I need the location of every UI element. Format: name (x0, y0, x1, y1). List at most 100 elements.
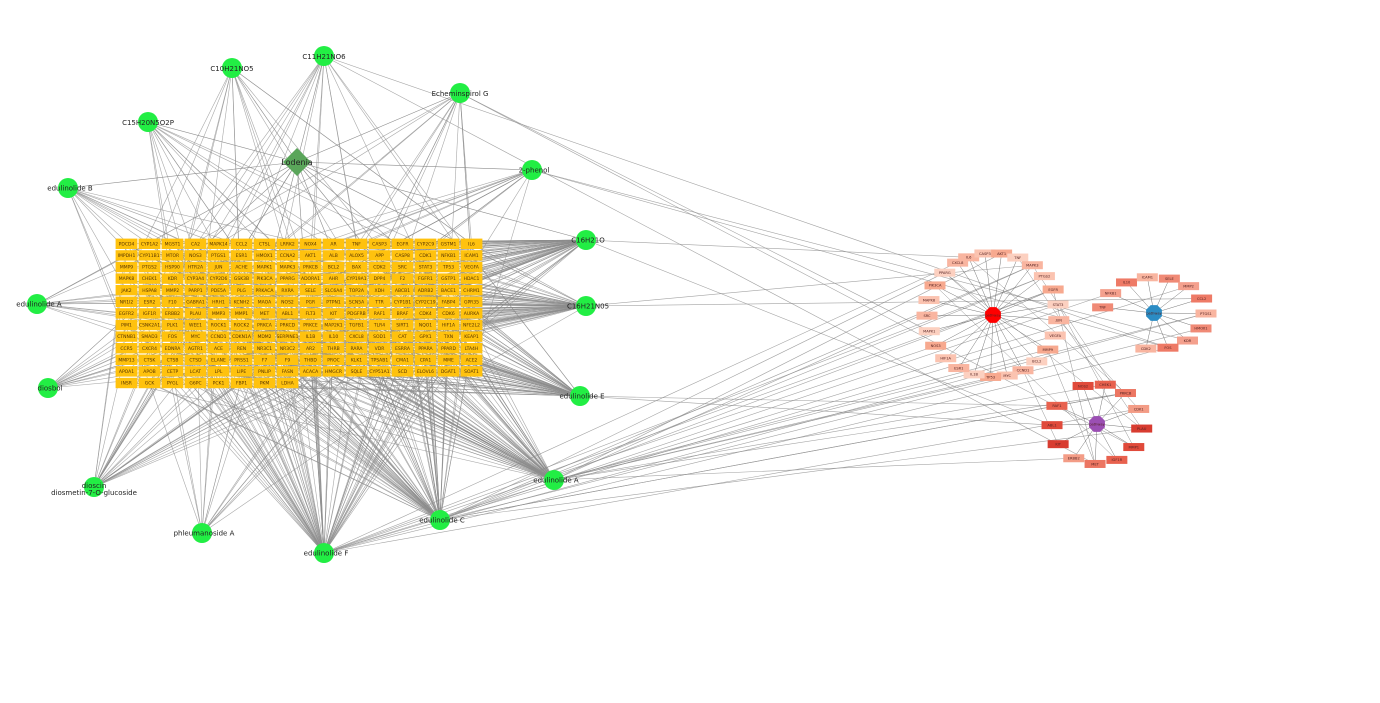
target-node[interactable]: PKM (253, 377, 276, 389)
target-node[interactable]: BACE1 (437, 285, 460, 296)
target-node[interactable]: IL10 (322, 331, 345, 342)
pathway-target-node-p3[interactable]: KIT (1047, 440, 1069, 449)
target-node[interactable]: AR2 (299, 343, 322, 354)
target-node[interactable]: APOA1 (115, 366, 138, 377)
target-node[interactable]: KCNH2 (230, 296, 253, 307)
target-node[interactable]: LCAT (184, 366, 207, 377)
target-node[interactable]: GSK3B (230, 273, 253, 284)
pathway-target-node-p2[interactable]: FOS (1157, 343, 1179, 352)
target-node[interactable]: MTOR (161, 250, 184, 261)
target-node[interactable]: LIPE (230, 366, 253, 377)
target-node[interactable]: PTPN1 (322, 296, 345, 307)
target-node[interactable]: IMPDH1 (115, 250, 138, 261)
compound-node[interactable]: edulinolide C (419, 510, 465, 530)
target-node[interactable]: THBD (299, 354, 322, 365)
target-node[interactable]: PARP1 (184, 285, 207, 296)
target-node[interactable]: ACACA (299, 366, 322, 377)
pathway-target-node-p2[interactable]: SELE (1158, 274, 1180, 283)
pathway-target-node-p1[interactable]: EGFR (1042, 285, 1064, 294)
target-node[interactable]: ADRB2 (414, 285, 437, 296)
target-node[interactable]: MMP1 (230, 308, 253, 319)
target-node[interactable]: CHEK1 (138, 273, 161, 284)
pathway-target-node-p1[interactable]: SRC (916, 311, 938, 320)
pathway-target-node-p1[interactable]: TP53 (980, 372, 1002, 381)
target-node[interactable]: SRC (391, 261, 414, 273)
target-node[interactable]: TGFB1 (345, 319, 368, 331)
target-node[interactable]: LPL (207, 366, 230, 377)
target-node[interactable]: BCL2 (322, 261, 345, 273)
target-node[interactable]: PGR (299, 296, 322, 307)
compound-node[interactable]: 2-phenol (519, 160, 550, 180)
pathway-target-node-p1[interactable]: STAT3 (1047, 300, 1069, 309)
target-node[interactable]: CYP1A2 (138, 238, 161, 249)
target-node[interactable]: SOD1 (368, 331, 391, 342)
target-node[interactable]: REN (230, 343, 253, 354)
target-node[interactable]: MYC (184, 331, 207, 342)
target-node[interactable]: SIRT1 (391, 319, 414, 331)
target-node[interactable]: MAPK3 (276, 261, 299, 273)
target-node[interactable]: ALOX5 (345, 250, 368, 261)
target-node[interactable]: FOS (161, 331, 184, 342)
target-node[interactable]: HSP90 (161, 261, 184, 273)
pathway-target-node-p2[interactable]: NFKB1 (1100, 289, 1122, 298)
target-node[interactable]: PRSS1 (230, 354, 253, 365)
target-node[interactable]: CYP2D6 (207, 273, 230, 284)
target-node[interactable]: TNF (345, 238, 368, 249)
pathway-target-node-p1[interactable]: MAPK1 (918, 327, 940, 336)
target-node[interactable]: FBP1 (230, 377, 253, 389)
target-node[interactable]: CTSD (184, 354, 207, 365)
target-node[interactable]: GCK (138, 377, 161, 389)
pathway-target-node-p1[interactable]: AKT1 (991, 249, 1013, 258)
pathway-target-node-p1[interactable]: CXCL8 (947, 258, 969, 267)
target-node[interactable]: ABCB1 (391, 285, 414, 296)
target-node[interactable]: MMP2 (161, 285, 184, 296)
pathway-target-node-p3[interactable]: ABL1 (1041, 421, 1063, 430)
target-node[interactable]: AR (322, 238, 345, 249)
compound-node[interactable]: edulinolide A (533, 470, 579, 490)
target-node[interactable]: CYP3A4 (184, 273, 207, 284)
target-node[interactable]: CDK1 (414, 250, 437, 261)
compound-node[interactable]: C10H21NO5 (210, 58, 254, 78)
pathway-target-node-p3[interactable]: IGF1R (1106, 455, 1128, 464)
target-node[interactable]: PRKCD (276, 319, 299, 331)
target-node[interactable]: CXCR4 (138, 343, 161, 354)
compound-node[interactable]: C16H21O (571, 230, 605, 250)
target-node[interactable]: DGAT1 (437, 366, 460, 377)
target-node[interactable]: PRKCE (299, 319, 322, 331)
target-node[interactable]: PTGS1 (207, 250, 230, 261)
target-node[interactable]: CDK4 (414, 308, 437, 319)
target-node[interactable]: CYP2C9 (414, 238, 437, 249)
target-node[interactable]: CYP19A1 (345, 273, 368, 284)
target-node[interactable]: NR1I2 (115, 296, 138, 307)
target-node[interactable]: CCNA2 (276, 250, 299, 261)
target-node[interactable]: RXRA (276, 285, 299, 296)
target-node[interactable]: CDKN1A (230, 331, 253, 342)
pathway-target-node-p1[interactable]: PIK3CA (924, 281, 946, 290)
target-node[interactable]: MMP9 (115, 261, 138, 273)
target-node[interactable]: HMGCR (322, 366, 345, 377)
target-node[interactable]: PYGL (161, 377, 184, 389)
pathway-target-node-p1[interactable]: MMP9 (1037, 345, 1059, 354)
target-node[interactable]: SCD (391, 366, 414, 377)
target-node[interactable]: MAOA (253, 296, 276, 307)
pathway-target-node-p3[interactable]: RAF1 (1046, 401, 1068, 410)
target-node[interactable]: PRKCA (253, 319, 276, 331)
target-node[interactable]: ESR2 (138, 296, 161, 307)
target-node[interactable]: LRRK2 (276, 238, 299, 249)
target-node[interactable]: STAT3 (414, 261, 437, 273)
target-node[interactable]: HTR2A (184, 261, 207, 273)
target-node[interactable]: ESR1 (230, 250, 253, 261)
target-node[interactable]: AHR (322, 273, 345, 284)
target-node[interactable]: MAPK14 (207, 238, 230, 249)
target-node[interactable]: NQO1 (414, 319, 437, 331)
target-node[interactable]: VDR (368, 343, 391, 354)
pathway-target-node-p1[interactable]: NOS3 (925, 341, 947, 350)
target-node[interactable]: PLG (230, 285, 253, 296)
target-node[interactable]: THRB (322, 343, 345, 354)
target-node[interactable]: CAT (391, 331, 414, 342)
target-node[interactable]: IL6 (460, 238, 483, 249)
target-node[interactable]: LDHA (276, 377, 299, 389)
target-node[interactable]: NOX4 (299, 238, 322, 249)
target-node[interactable]: SMAD3 (138, 331, 161, 342)
target-node[interactable]: WEE1 (184, 319, 207, 331)
